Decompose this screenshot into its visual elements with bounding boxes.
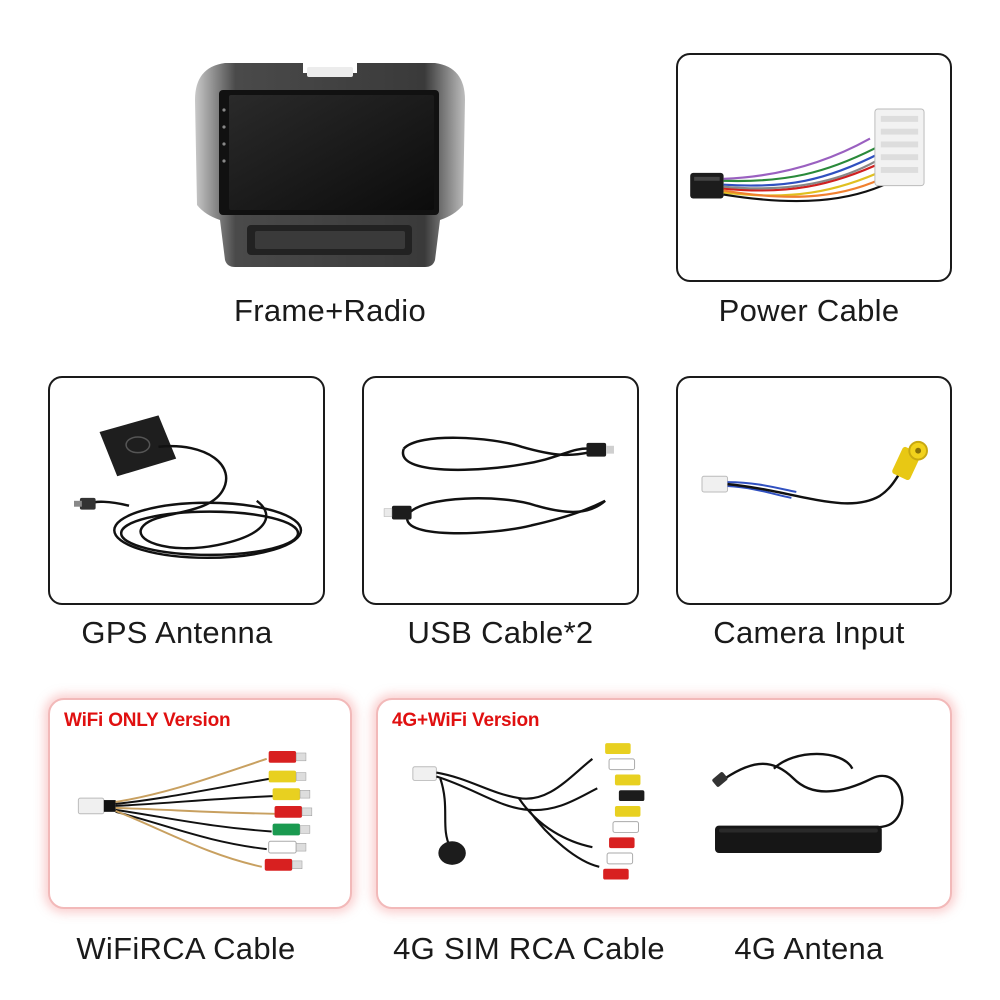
gps-antenna-box [48, 376, 325, 605]
wifi-rca-cable-caption: WiFiRCA Cable [76, 931, 296, 966]
camera-input-caption: Camera Input [713, 615, 905, 650]
usb-cable-caption: USB Cable*2 [407, 615, 594, 650]
power-cable-box [676, 53, 952, 282]
wifi-4g-version-label: 4G+WiFi Version [392, 710, 540, 731]
wifi-only-version-label: WiFi ONLY Version [64, 710, 231, 731]
wifi-only-version-panel: WiFi ONLY Version [48, 698, 352, 909]
antenna-4g-caption: 4G Antena [734, 931, 884, 966]
wifi-4g-version-panel: 4G+WiFi Version [376, 698, 952, 909]
frame-radio-image [185, 55, 475, 270]
frame-radio-caption: Frame+Radio [234, 293, 426, 328]
power-cable-caption: Power Cable [718, 293, 900, 328]
gps-antenna-caption: GPS Antenna [81, 615, 273, 650]
usb-cable-box [362, 376, 639, 605]
camera-input-box [676, 376, 952, 605]
sim-rca-cable-caption: 4G SIM RCA Cable [393, 931, 665, 966]
